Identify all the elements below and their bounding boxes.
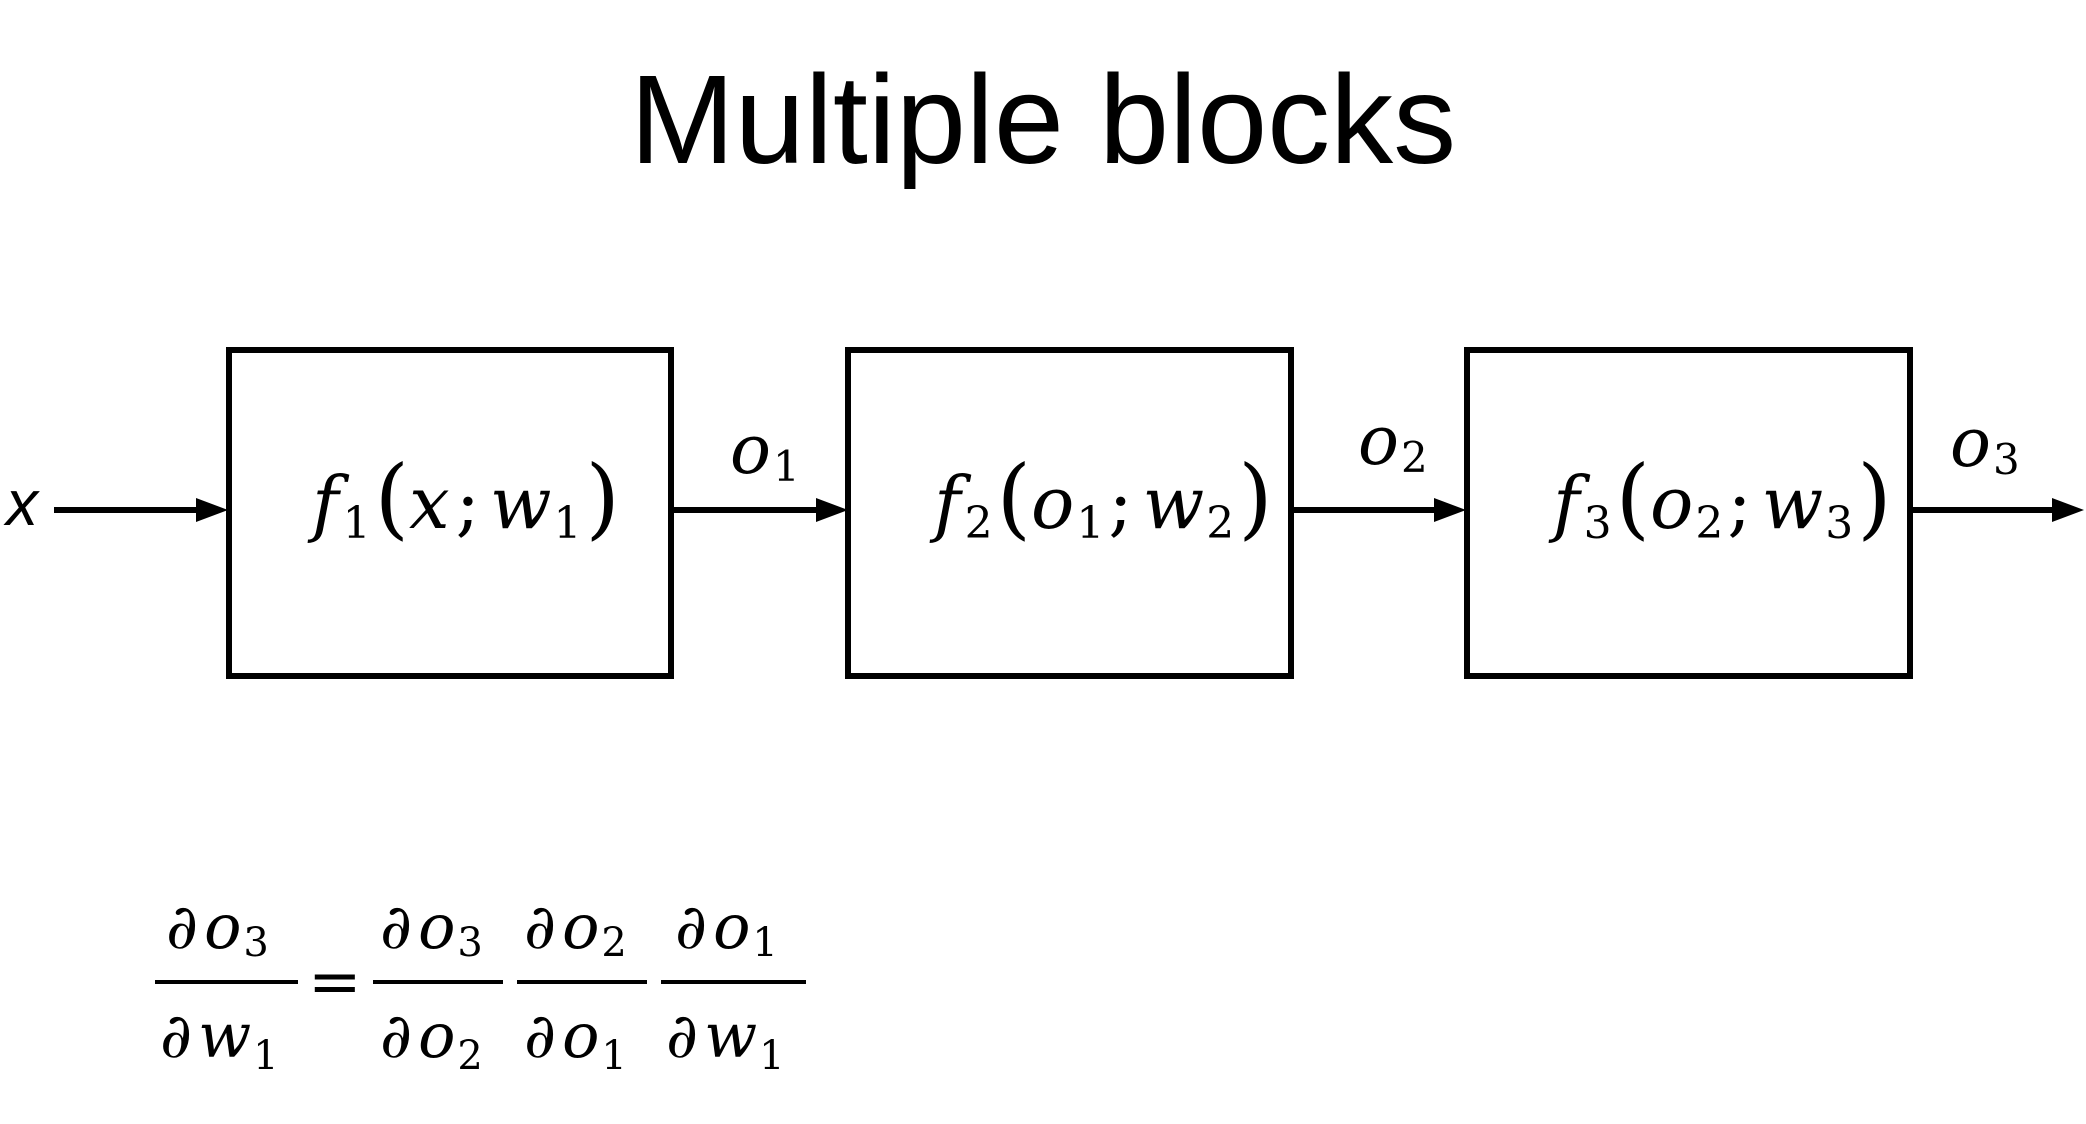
block-3-box [1464, 347, 1913, 679]
output-o1-label: o1 [730, 411, 800, 491]
rhs-fraction-3: ∂o1 ∂w1 [661, 890, 806, 1079]
arrow-o2 [1292, 498, 1466, 522]
block-2-label: f2(o1;w2) [929, 446, 1273, 549]
lhs-denominator: ∂w1 [160, 999, 279, 1079]
chain-rule-equation: ∂o3 ∂w1 = ∂o3 ∂o2 ∂o2 ∂o1 ∂o1 ∂w1 [155, 890, 806, 1079]
rhs-3-numerator: ∂o1 [675, 890, 778, 966]
block-1-label: f1(x;w1) [307, 446, 620, 549]
block-3-label: f3(o2;w3) [1548, 446, 1892, 549]
output-o3-label: o3 [1950, 404, 2020, 484]
arrow-o1 [672, 498, 848, 522]
block-1-box [226, 347, 674, 679]
arrow-o3 [1912, 498, 2084, 522]
lhs-numerator: ∂o3 [166, 890, 269, 966]
rhs-1-numerator: ∂o3 [380, 890, 483, 966]
page-title: Multiple blocks [629, 49, 1457, 190]
equals-sign: = [308, 945, 362, 1019]
lhs-fraction: ∂o3 ∂w1 [155, 890, 298, 1079]
input-label: x [3, 467, 40, 539]
rhs-1-denominator: ∂o2 [380, 999, 483, 1079]
arrow-input [54, 498, 228, 522]
rhs-2-denominator: ∂o1 [524, 999, 627, 1079]
rhs-fraction-2: ∂o2 ∂o1 [517, 890, 647, 1079]
rhs-2-numerator: ∂o2 [524, 890, 627, 966]
output-o2-label: o2 [1358, 402, 1428, 482]
rhs-fraction-1: ∂o3 ∂o2 [373, 890, 503, 1079]
rhs-3-denominator: ∂w1 [666, 999, 785, 1079]
block-2-box [845, 347, 1294, 679]
